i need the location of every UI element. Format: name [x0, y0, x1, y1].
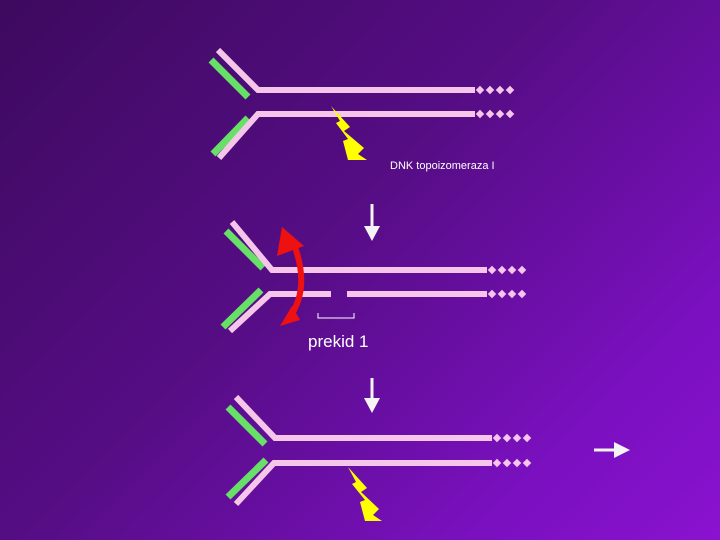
strand-upper	[229, 220, 487, 273]
strand-upper	[233, 394, 492, 441]
strand-lower	[216, 111, 475, 160]
strand-continuation-dots-upper	[487, 265, 527, 275]
primer-lower	[220, 287, 264, 330]
strand-continuation-dots-upper	[475, 85, 515, 95]
nick-label: prekid 1	[308, 332, 369, 351]
primer-upper	[225, 404, 268, 447]
nick-bracket	[317, 313, 355, 319]
primer-lower	[210, 115, 251, 157]
lightning-bolt-icon	[348, 467, 382, 521]
strand-continuation-dots-lower	[475, 109, 515, 119]
primer-lower	[225, 457, 269, 500]
strand-upper	[215, 47, 475, 93]
arrow-down-icon	[364, 204, 380, 241]
replication-fork-3	[225, 394, 532, 521]
curved-arrow-icon	[277, 227, 305, 326]
arrow-down-icon	[364, 378, 380, 413]
strand-continuation-dots-upper	[492, 433, 532, 443]
primer-upper	[223, 228, 266, 271]
strand-lower	[233, 460, 492, 507]
strand-continuation-dots-lower	[487, 289, 527, 299]
strand-lower-left	[227, 291, 331, 334]
arrow-right-icon	[594, 442, 630, 458]
replication-fork-1	[208, 47, 515, 160]
replication-fork-2	[220, 220, 527, 334]
lightning-bolt-icon	[331, 106, 367, 160]
enzyme-label: DNK topoizomeraza I	[390, 160, 495, 172]
primer-upper	[208, 57, 251, 100]
strand-continuation-dots-lower	[492, 458, 532, 468]
